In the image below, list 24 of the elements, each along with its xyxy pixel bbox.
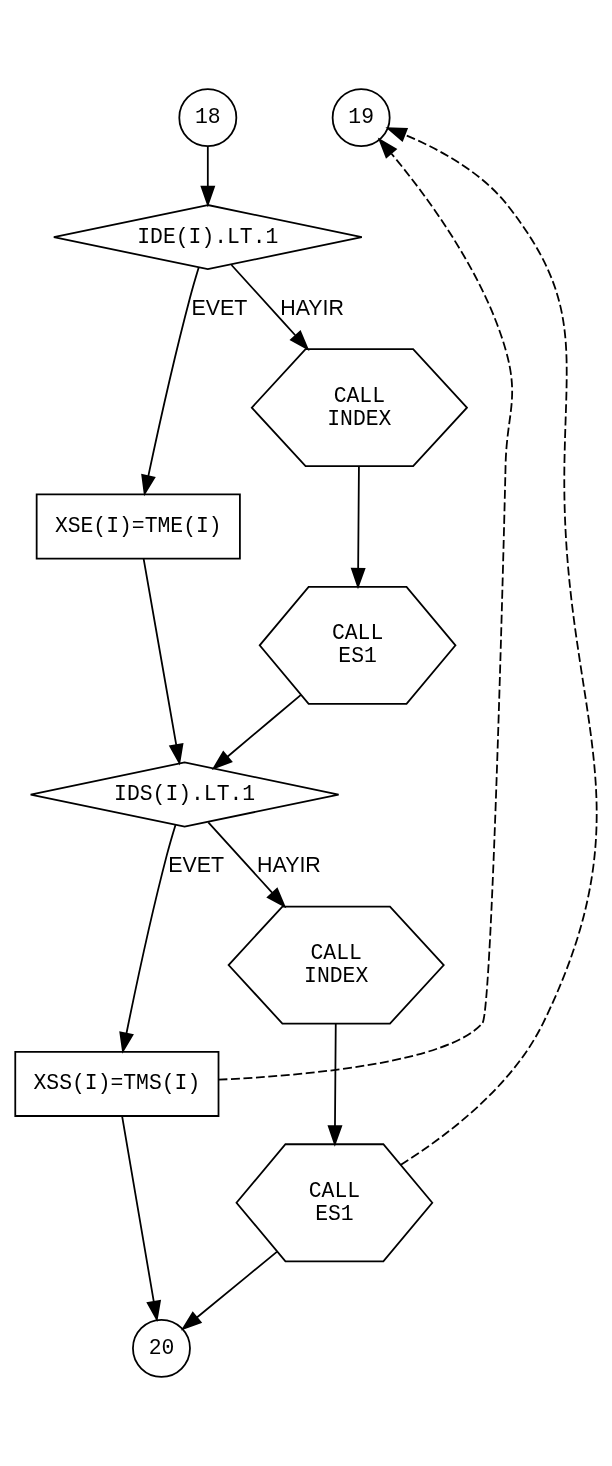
node-circle: 18 [178, 88, 238, 148]
arrow [200, 145, 216, 208]
node-box: XSE(I)=TME(I) [35, 493, 241, 560]
edge-label: EVET [191, 295, 248, 320]
node-circle: 19 [331, 88, 391, 148]
arrow [327, 1022, 343, 1147]
arrow [350, 465, 366, 590]
node-box: XSS(I)=TMS(I) [14, 1050, 220, 1117]
node-diamond: IDE(I).LT.1 [52, 204, 363, 271]
arrow [385, 127, 598, 1166]
edge-label: HAYIR [280, 295, 344, 320]
arrow [207, 821, 287, 909]
edge-label: EVET [168, 853, 225, 878]
arrow [180, 1250, 278, 1331]
arrow [142, 557, 184, 766]
arrow [230, 264, 310, 351]
arrow [211, 693, 302, 770]
edge-label: HAYIR [257, 853, 321, 878]
arrow [141, 266, 200, 497]
arrow [119, 824, 177, 1054]
arrow [121, 1115, 162, 1323]
arrow [217, 137, 514, 1081]
node-diamond: IDS(I).LT.1 [29, 761, 340, 828]
node-circle: 20 [132, 1318, 191, 1378]
